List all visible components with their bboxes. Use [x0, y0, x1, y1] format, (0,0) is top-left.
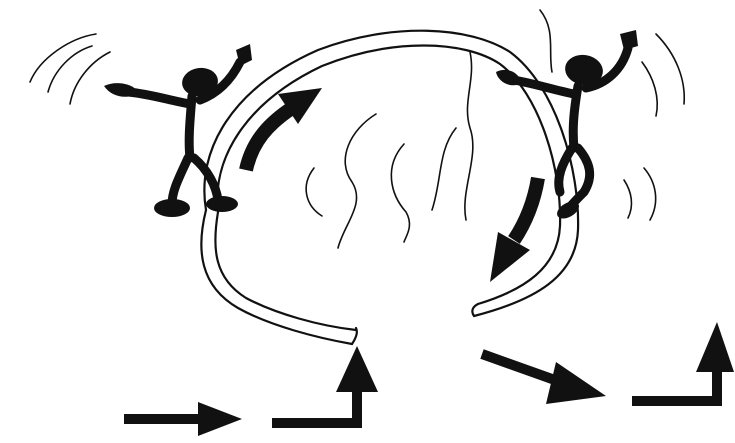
motion-line — [642, 62, 657, 116]
arrow-head — [696, 322, 734, 372]
figure-arm-left — [128, 92, 190, 104]
dancing-figure-left-icon — [104, 44, 252, 217]
motion-lines — [30, 10, 684, 248]
arrow-head — [198, 402, 242, 436]
figure-hand-left — [496, 70, 520, 85]
arrow-base — [632, 396, 722, 406]
figure-leg-left — [172, 158, 188, 204]
diagonal-arrow-right-icon — [482, 354, 606, 404]
figure-leg-right — [578, 148, 590, 192]
curved-arrow-up-icon — [246, 88, 322, 170]
arrow-head — [490, 232, 530, 282]
figure-hand-left — [104, 83, 138, 97]
arrow-head — [336, 346, 378, 392]
motion-line — [30, 34, 96, 82]
figure-hand-right — [620, 30, 638, 50]
figure-leg-left — [559, 148, 572, 192]
figure-leg-right — [194, 158, 218, 200]
motion-line — [540, 10, 552, 72]
motion-line — [432, 128, 456, 210]
arrow-riser — [352, 388, 362, 428]
straight-arrow-right-icon — [124, 402, 242, 436]
motion-line — [644, 168, 656, 220]
motion-line — [391, 144, 409, 242]
arch-left-leg-inner — [215, 212, 356, 330]
motion-line — [656, 34, 684, 104]
motion-line — [465, 52, 473, 220]
arrow-base — [272, 418, 362, 428]
figure-foot-left — [154, 199, 190, 217]
step-up-arrow-icon — [632, 322, 734, 406]
motion-line — [70, 52, 110, 104]
arrow-shaft — [514, 178, 538, 240]
figure-foot-right — [206, 196, 238, 212]
arrow-shaft — [124, 414, 204, 424]
arrow-riser — [712, 368, 722, 406]
motion-line — [624, 180, 631, 218]
arrow-shaft — [246, 108, 292, 170]
motion-line — [306, 168, 322, 216]
curved-arrow-down-icon — [490, 178, 538, 282]
motion-line — [338, 114, 376, 248]
arrow-head — [546, 362, 606, 404]
step-up-arrow-icon — [272, 346, 378, 428]
